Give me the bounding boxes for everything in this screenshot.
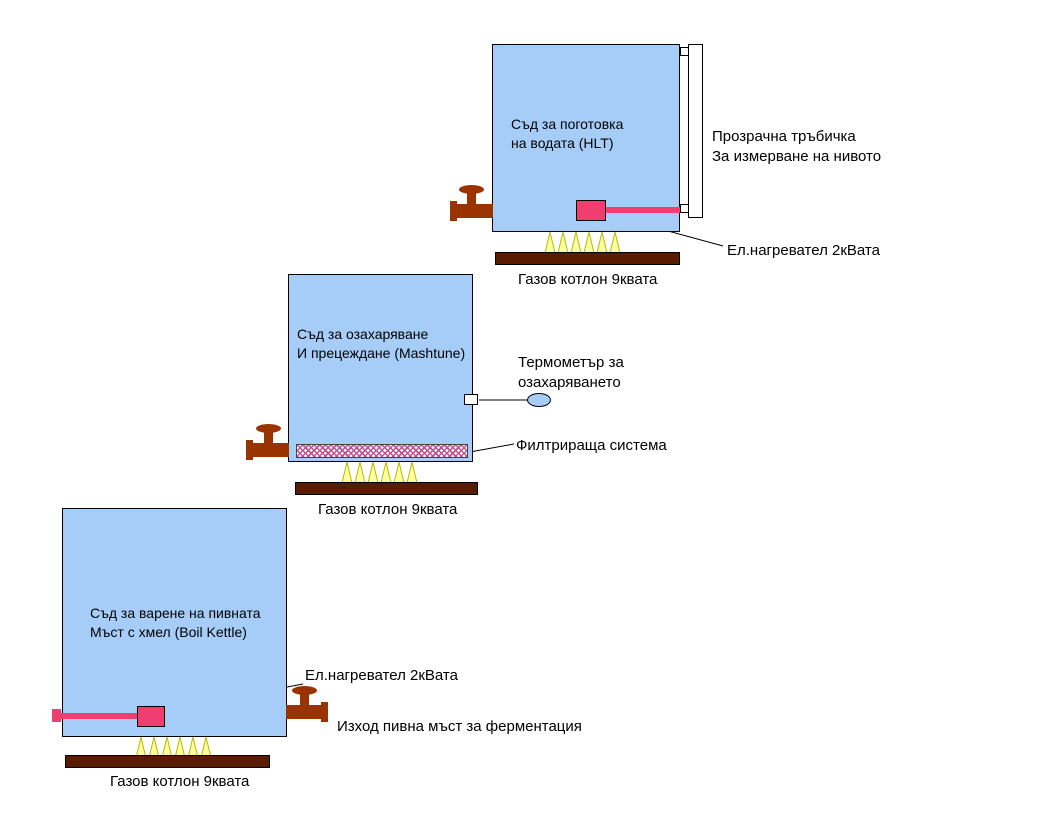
mashtun-burner-bar [295,482,478,495]
mashtun-valve-stem [264,431,273,445]
mashtun-valve-handle [256,424,281,433]
hlt-heater-label: Ел.нагревател 2кВата [727,242,880,259]
kettle-valve-stem [300,693,309,707]
hlt-gas-flames-icon [545,231,621,253]
filter-system-icon [296,444,468,458]
hlt-valve-pipe [456,204,493,218]
mashtun-gas-flames-icon [342,461,418,483]
kettle-heater-terminal [52,709,61,722]
hlt-burner-bar [495,252,680,265]
kettle-outlet-label: Изход пивна мъст за ферментация [337,718,582,735]
hlt-heater-icon [576,200,606,221]
mashtun-valve-spout [246,440,253,460]
sight-tube-icon [688,44,703,218]
sight-tube-label: Прозрачна тръбичка За измерване на нивот… [712,128,882,165]
thermometer-bulb-icon [527,393,551,407]
vessel-mashtun: Съд за озахаряване И прецеждане (Mashtun… [288,274,473,462]
vessel-hlt-label: Съд за поготовка на водата (HLT) [511,116,624,151]
kettle-gas-flames-icon [136,736,212,758]
kettle-burner-label: Газов котлон 9квата [110,773,250,790]
hlt-valve-stem [467,192,476,206]
mashtun-burner-label: Газов котлон 9квата [318,501,458,518]
mashtun-valve-pipe [252,443,289,457]
kettle-heater-rod [60,713,138,719]
kettle-burner-bar [65,755,270,768]
hlt-valve-spout [450,201,457,221]
hlt-valve-handle [459,185,484,194]
vessel-kettle-label: Съд за варене на пивната Мъст с хмел (Bo… [90,605,261,640]
filter-system-label: Филтрираща система [516,437,667,454]
kettle-valve-pipe [286,705,323,719]
thermometer-port-icon [464,394,478,405]
hlt-burner-label: Газов котлон 9квата [518,271,658,288]
thermometer-label: Термометър за озахаряването [518,354,624,391]
kettle-valve-spout [321,702,328,722]
hlt-heater-rod [604,207,680,213]
kettle-heater-icon [137,706,165,727]
kettle-heater-label: Ел.нагревател 2кВата [305,667,458,684]
vessel-kettle: Съд за варене на пивната Мъст с хмел (Bo… [62,508,287,737]
vessel-mashtun-label: Съд за озахаряване И прецеждане (Mashtun… [297,326,466,361]
kettle-valve-handle [292,686,317,695]
filter-pointer-line [469,443,515,453]
